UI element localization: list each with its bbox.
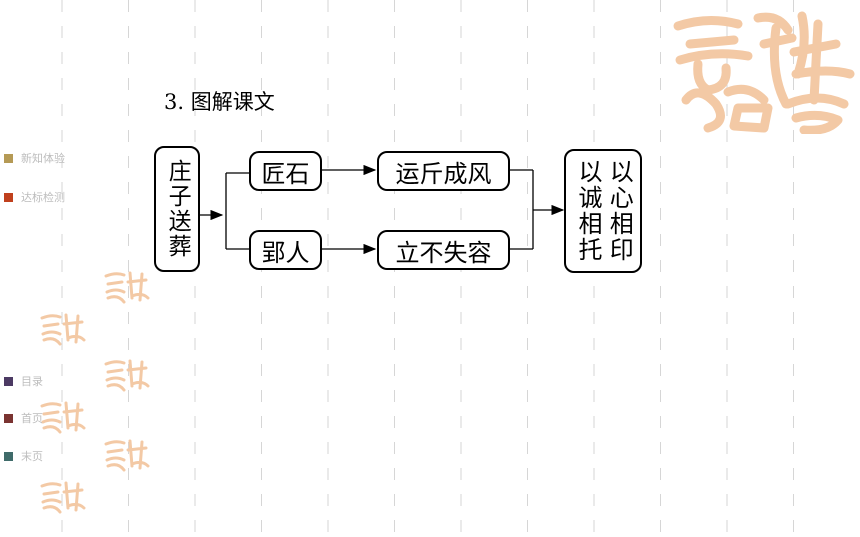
- node-end-left-column: 以诚相托: [574, 159, 602, 263]
- node-result-bottom: 立不失容: [377, 230, 510, 270]
- sidebar-item-contents[interactable]: 目录: [4, 373, 43, 389]
- bullet-icon: [4, 192, 13, 202]
- sidebar-item-assessment[interactable]: 达标检测: [4, 189, 65, 205]
- sidebar-item-home[interactable]: 首页: [4, 410, 43, 426]
- seal-watermark-large: [673, 11, 855, 134]
- sidebar-item-last-page[interactable]: 末页: [4, 448, 43, 464]
- node-branch-bottom: 郢人: [249, 230, 322, 270]
- seal-watermark-small: [40, 313, 86, 346]
- seal-watermark-small: [40, 481, 86, 514]
- bullet-icon: [4, 153, 13, 163]
- seal-watermark-small: [104, 359, 150, 392]
- bullet-icon: [4, 451, 13, 461]
- node-end: 以心相印 以诚相托: [564, 149, 642, 273]
- seal-watermark-small: [104, 271, 150, 304]
- sidebar-item-label: 新知体验: [21, 152, 65, 165]
- sidebar-item-label: 达标检测: [21, 191, 65, 204]
- section-title: 3. 图解课文: [164, 90, 275, 114]
- node-start: 庄子送葬: [154, 146, 200, 272]
- text-diagram: 庄子送葬 匠石 郢人 运斤成风 立不失容 以心相印 以诚相托: [150, 142, 650, 282]
- seal-watermark-small: [104, 439, 150, 472]
- bullet-icon: [4, 413, 13, 423]
- node-branch-top: 匠石: [249, 151, 322, 191]
- sidebar-item-label: 目录: [21, 375, 43, 388]
- node-end-right-column: 以心相印: [605, 159, 634, 263]
- sidebar-item-new-knowledge[interactable]: 新知体验: [4, 150, 65, 166]
- sidebar-item-label: 末页: [21, 450, 43, 463]
- node-result-top: 运斤成风: [377, 151, 510, 191]
- diagram-connectors: [198, 164, 565, 255]
- seal-watermark-small: [40, 401, 86, 434]
- bullet-icon: [4, 376, 13, 386]
- sidebar-item-label: 首页: [21, 412, 43, 425]
